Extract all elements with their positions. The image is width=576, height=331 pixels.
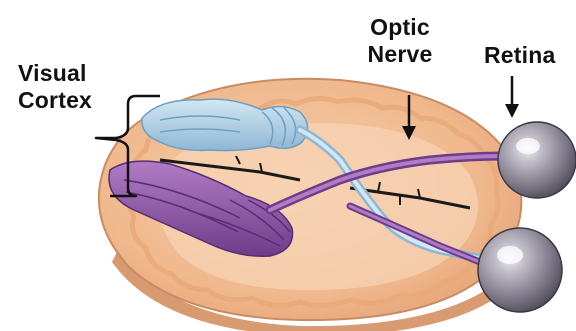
optic-nerve-label-line1: Optic [360,14,440,41]
retina-label: Retina [484,42,556,69]
visual-cortex-label-line1: Visual [18,60,92,87]
eyeball-icon [478,228,562,312]
eyeball-icon [498,122,576,198]
visual-cortex-label: Visual Cortex [18,60,92,114]
optic-nerve-label-line2: Nerve [360,41,440,68]
down-arrow-icon [505,76,519,118]
optic-nerve-label: Optic Nerve [360,14,440,68]
visual-cortex-label-line2: Cortex [18,87,92,114]
